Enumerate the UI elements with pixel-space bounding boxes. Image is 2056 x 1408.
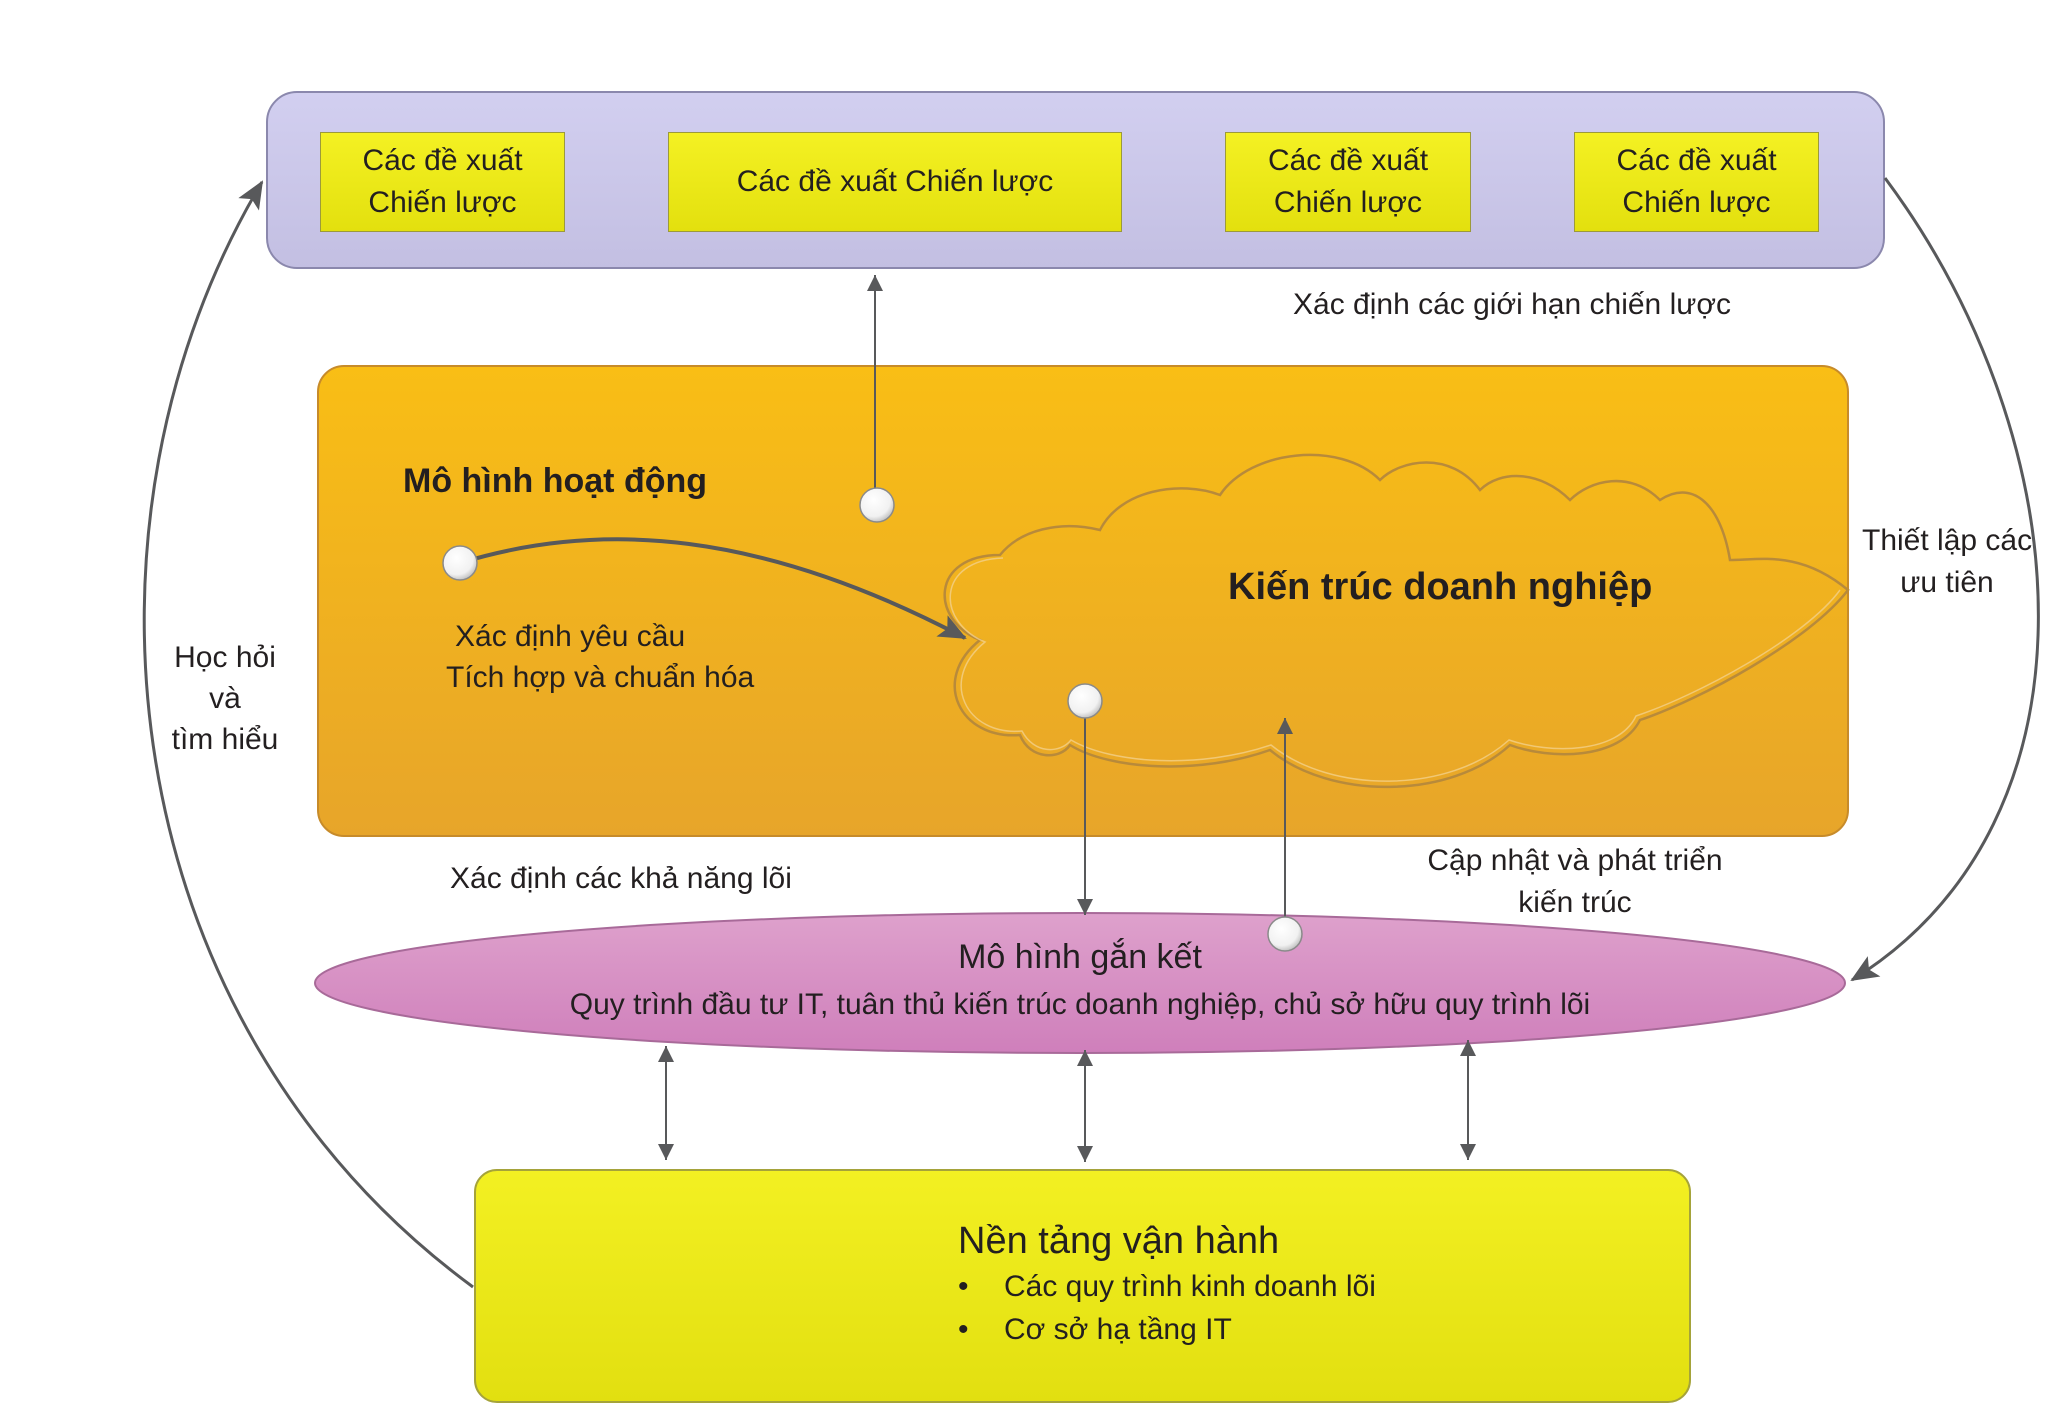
enterprise-architecture-cloud	[943, 453, 1850, 789]
priorities-label: Thiết lập các ưu tiên	[1862, 520, 2032, 604]
bullet-2: •	[958, 1313, 969, 1346]
strategy-proposal-box-1: Các đề xuất Chiến lược	[320, 132, 565, 232]
foundation-item-1-label: Các quy trình kinh doanh lõi	[1004, 1270, 1376, 1303]
strategy-box-1-line-1: Các đề xuất	[362, 144, 523, 177]
core-capabilities-label: Xác định các khả năng lõi	[450, 862, 792, 895]
strategy-proposal-box-3: Các đề xuất Chiến lược	[1225, 132, 1471, 232]
priorities-line-1: Thiết lập các	[1862, 524, 2033, 557]
operating-model-title: Mô hình hoạt động	[403, 462, 708, 500]
engagement-model-title: Mô hình gắn kết	[958, 938, 1202, 976]
learning-line-3: tìm hiểu	[171, 723, 279, 756]
strategy-proposal-box-4: Các đề xuất Chiến lược	[1574, 132, 1819, 232]
requirements-line-2: Tích hợp và chuẩn hóa	[446, 661, 755, 694]
learning-line-2: và	[209, 682, 241, 715]
foundation-container	[474, 1169, 1691, 1403]
priorities-line-2: ưu tiên	[1900, 566, 1994, 599]
strategy-box-3-line-2: Chiến lược	[1273, 186, 1423, 219]
learning-label: Học hỏi và tìm hiểu	[155, 637, 295, 760]
learning-arrow	[142, 180, 474, 1289]
engagement-model-ellipse	[314, 912, 1846, 1054]
strategy-box-3-line-1: Các đề xuất	[1267, 144, 1429, 177]
enterprise-architecture-title: Kiến trúc doanh nghiệp	[1228, 566, 1653, 608]
engagement-model-subtitle: Quy trình đầu tư IT, tuân thủ kiến trúc …	[569, 988, 1591, 1021]
strategy-box-1-line-2: Chiến lược	[368, 186, 517, 219]
strategy-box-4-line-1: Các đề xuất	[1616, 144, 1777, 177]
update-architecture-line-2: kiến trúc	[1518, 886, 1632, 919]
operating-model-container	[317, 365, 1849, 837]
foundation-item-2-label: Cơ sở hạ tầng IT	[1004, 1313, 1232, 1346]
strategy-proposal-box-2: Các đề xuất Chiến lược	[668, 132, 1122, 232]
foundation-item-2: • Cơ sở hạ tầng IT	[958, 1313, 1232, 1347]
update-architecture-label: Cập nhật và phát triển kiến trúc	[1420, 840, 1730, 924]
foundation-item-1: • Các quy trình kinh doanh lõi	[958, 1270, 1376, 1304]
foundation-title: Nền tảng vận hành	[958, 1220, 1280, 1262]
requirements-arrow	[459, 537, 967, 640]
learning-line-1: Học hỏi	[174, 641, 276, 674]
update-architecture-line-1: Cập nhật và phát triển	[1427, 844, 1723, 877]
strategic-limits-label: Xác định các giới hạn chiến lược	[1293, 288, 1731, 321]
priorities-arrow	[1850, 177, 2040, 982]
connector-dots	[442, 487, 1303, 952]
engagement-foundation-links	[658, 1040, 1476, 1162]
strategy-box-4-line-2: Chiến lược	[1622, 186, 1771, 219]
strategy-box-2-label: Các đề xuất Chiến lược	[736, 165, 1054, 198]
requirements-line-1: Xác định yêu cầu	[455, 620, 686, 653]
bullet-1: •	[958, 1270, 969, 1303]
